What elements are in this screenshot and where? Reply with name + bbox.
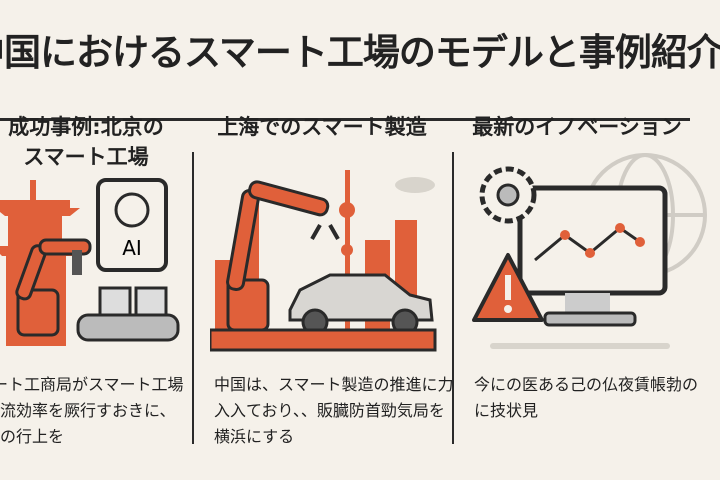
robot-arm-icon — [15, 238, 92, 337]
warning-icon — [472, 253, 544, 322]
monitor-icon — [517, 185, 668, 327]
column-3-heading: 最新のイノベーション — [462, 112, 692, 142]
column-1-heading: 成功事例:北京の スマート工場 — [0, 112, 186, 172]
conveyor-machine-icon — [76, 286, 180, 342]
shanghai-illustration — [210, 170, 437, 352]
robot-arm-icon — [226, 180, 340, 332]
shadow — [490, 343, 670, 349]
innovation-illustration — [472, 153, 707, 349]
ai-chip-icon: AI — [96, 178, 168, 272]
column-divider — [452, 152, 454, 444]
column-1-body: ート工商局がスマート工場 流効率を厥行すおきに、 の行上を — [0, 372, 184, 450]
body-line: の行上を — [0, 427, 65, 446]
body-line: 今にの医ある己の仏夜賃帳勃の — [474, 375, 699, 394]
body-line: 流効率を厥行すおきに、 — [0, 401, 176, 420]
heading-line: スマート工場 — [23, 145, 149, 169]
column-2-heading: 上海でのスマート製造 — [202, 112, 442, 142]
body-line: ート工商局がスマート工場 — [0, 375, 184, 394]
body-line: 横浜にする — [214, 427, 295, 446]
page-title: 中国におけるスマート工場のモデルと事例紹介 — [0, 31, 720, 74]
cloud-icon — [395, 177, 435, 193]
heading-line: 上海でのスマート製造 — [217, 115, 427, 139]
car-icon — [288, 273, 434, 336]
body-line: に技状見 — [474, 401, 539, 420]
column-2-body: 中国は、スマート製造の推進に力 入入ており、、販臓防首勁気局を 横浜にする — [214, 372, 454, 450]
title-divider — [0, 118, 690, 121]
beijing-factory-illustration: AI — [0, 178, 180, 346]
body-line: 中国は、スマート製造の推進に力 — [214, 375, 454, 394]
conveyor-icon — [210, 328, 437, 352]
heading-line: 成功事例:北京の — [8, 115, 164, 139]
column-3-body: 今にの医ある己の仏夜賃帳勃の に技状見 — [474, 372, 698, 424]
body-line: 入入ており、、販臓防首勁気局を — [214, 401, 445, 420]
gear-icon — [479, 166, 537, 224]
ai-badge: AI — [122, 236, 142, 260]
heading-line: 最新のイノベーション — [472, 115, 682, 139]
column-divider — [192, 152, 194, 444]
